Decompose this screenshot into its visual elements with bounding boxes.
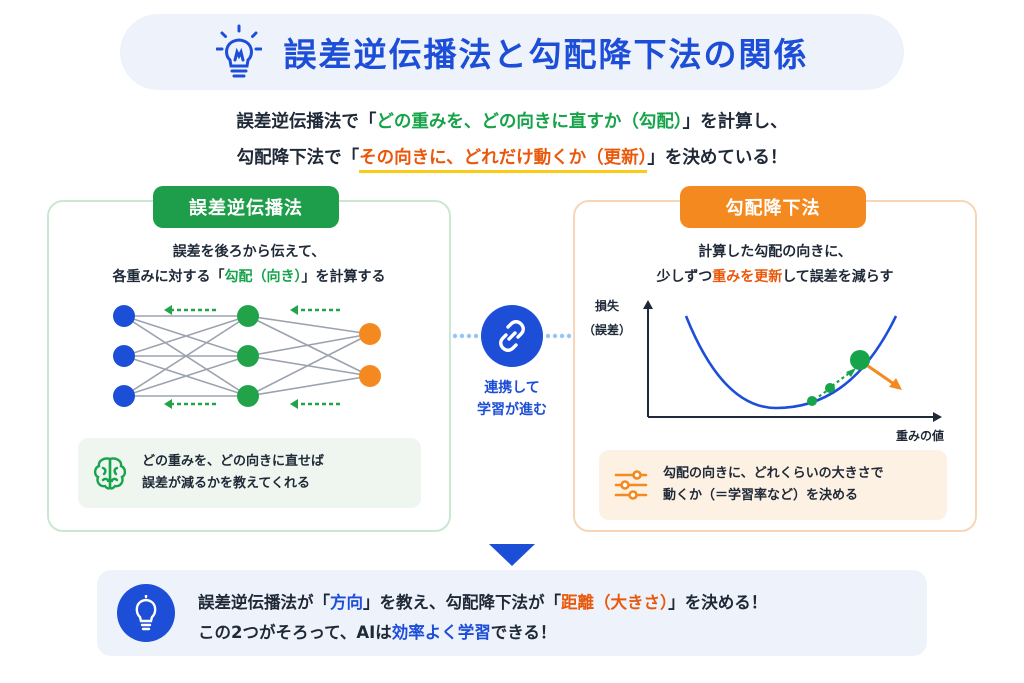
brain-icon: [93, 457, 127, 490]
axes: [647, 306, 936, 418]
page-title: 誤差逆伝播法と勾配降下法の関係: [283, 35, 809, 74]
title-banner: 誤差逆伝播法と勾配降下法の関係: [120, 14, 904, 90]
loss-curve-diagram: 損失 （誤差） 重みの値: [583, 298, 944, 443]
summary-text: 誤差逆伝播法が「方向」を教え、勾配降下法が「距離（大きさ）」を決める！ この2つ…: [198, 593, 768, 642]
current-point: [850, 350, 870, 370]
backward-arrows: [170, 308, 340, 406]
lead-highlight-update: その向きに、どれだけ動くか（更新）: [359, 148, 648, 173]
backprop-note: どの重みを、どの向きに直せば 誤差が減るかを教えてくれる: [78, 438, 421, 508]
connector: 連携して 学習が進む: [455, 305, 569, 435]
lead-highlight-gradient: どの重みを、どの向きに直すか（勾配）: [376, 112, 683, 132]
summary-box: [97, 570, 927, 656]
lightbulb-icon: [215, 24, 262, 78]
update-arrow-head: [889, 378, 902, 390]
output-nodes: [359, 323, 381, 387]
connector-dots: [452, 333, 572, 339]
lightbulb-icon: [135, 595, 157, 631]
sliders-icon: [614, 470, 648, 500]
backprop-badge: 誤差逆伝播法: [153, 186, 339, 228]
backprop-description: 誤差を後ろから伝えて、 各重みに対する「勾配（向き）」を計算する: [112, 244, 386, 285]
step-point-2: [825, 383, 835, 393]
down-arrow-icon: [489, 544, 535, 566]
x-axis-label: 重みの値: [896, 428, 944, 443]
y-axis-label-1: 損失: [595, 298, 620, 313]
network-edges: [123, 315, 371, 397]
neural-network-diagram: [113, 305, 381, 409]
input-nodes: [113, 305, 135, 407]
link-badge: [481, 305, 543, 367]
link-icon: [499, 320, 525, 352]
lead-line-1: 誤差逆伝播法で「どの重みを、どの向きに直すか（勾配）」を計算し、: [236, 112, 788, 132]
lead-line-2: 勾配降下法で「その向きに、どれだけ動くか（更新）」を決めている！: [0, 144, 1024, 173]
gradient-descent-description: 計算した勾配の向きに、 少しずつ重みを更新して誤差を減らす: [656, 244, 894, 285]
gradient-descent-badge: 勾配降下法: [680, 186, 866, 228]
gradient-descent-note: 勾配の向きに、どれくらいの大きさで 動くか（＝学習率など）を決める: [599, 450, 947, 520]
y-axis-label-2: （誤差）: [583, 322, 631, 337]
summary-badge: [117, 584, 175, 642]
hidden-nodes: [237, 305, 259, 407]
step-point-1: [807, 396, 817, 406]
